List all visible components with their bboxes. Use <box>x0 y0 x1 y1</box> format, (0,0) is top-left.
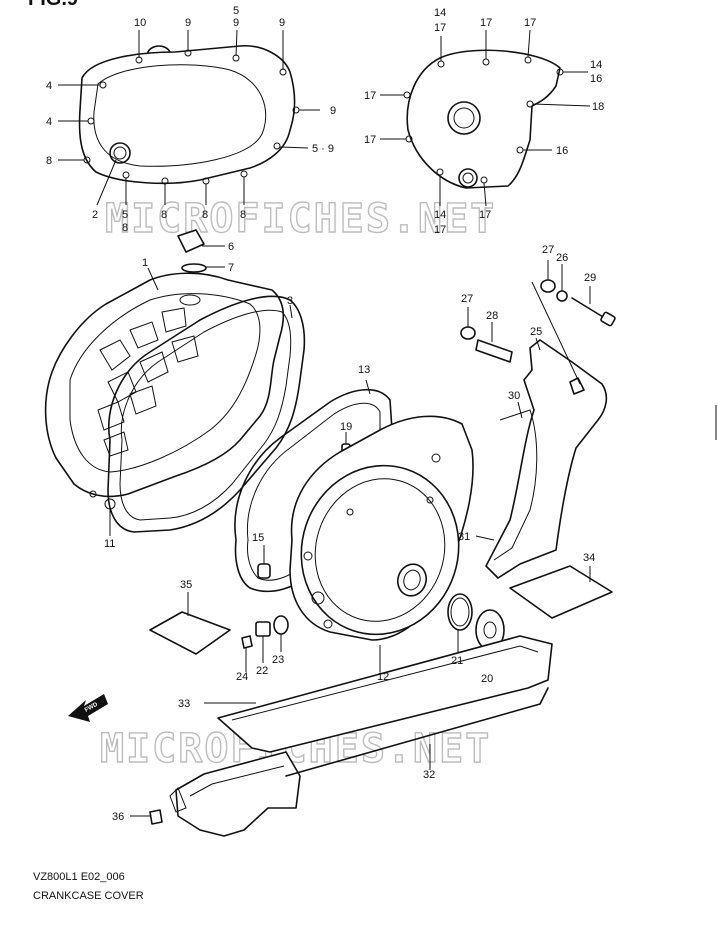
callout-25: 25 <box>530 326 542 338</box>
callout-4: 4 <box>46 80 52 92</box>
lower-guard <box>130 635 553 837</box>
callout-17: 17 <box>524 17 536 29</box>
callout-32: 32 <box>423 769 435 781</box>
callout-labels: 10 9 5 9 9 4 4 9 5 · 9 8 2 5 8 8 8 8 14 … <box>46 5 604 823</box>
callout-14: 14 <box>434 7 446 19</box>
callout-18: 18 <box>592 101 604 113</box>
inset-right-cover <box>380 29 591 207</box>
callout-16: 16 <box>556 145 568 157</box>
callout-9: 9 <box>330 105 336 117</box>
callout-15: 15 <box>252 532 264 544</box>
figure-title: FIG.9 <box>28 0 78 11</box>
callout-11: 11 <box>104 538 115 550</box>
callout-8: 8 <box>240 209 246 221</box>
callout-22: 22 <box>256 665 268 677</box>
callout-5-9: 5 · 9 <box>312 143 334 155</box>
callout-27: 27 <box>542 244 554 256</box>
callout-7: 7 <box>228 262 234 274</box>
callout-17: 17 <box>480 17 492 29</box>
callout-16: 16 <box>590 73 602 85</box>
callout-14: 14 <box>434 209 446 221</box>
watermark-top: MICROFICHES.NET <box>105 196 496 242</box>
callout-9: 9 <box>185 17 191 29</box>
callout-3: 3 <box>287 295 293 307</box>
callout-31: 31 <box>458 531 470 543</box>
callout-19: 19 <box>340 421 352 433</box>
callout-29: 29 <box>584 272 596 284</box>
callout-1: 1 <box>142 257 148 269</box>
small-parts-left <box>241 545 289 672</box>
callout-21: 21 <box>451 655 463 667</box>
callout-28: 28 <box>486 310 498 322</box>
inset-left-cover <box>58 29 320 206</box>
callout-4: 4 <box>46 116 52 128</box>
fwd-arrow-icon: FWD <box>68 694 108 722</box>
callout-8: 8 <box>46 155 52 167</box>
callout-5: 5 <box>233 5 239 17</box>
callout-8: 8 <box>122 222 128 234</box>
callout-33: 33 <box>178 698 190 710</box>
callout-17: 17 <box>434 22 446 34</box>
callout-17: 17 <box>364 134 376 146</box>
callout-17: 17 <box>479 209 491 221</box>
callout-26: 26 <box>556 252 568 264</box>
callout-17: 17 <box>434 224 446 236</box>
callout-2: 2 <box>92 209 98 221</box>
callout-9: 9 <box>233 17 239 29</box>
callout-27: 27 <box>461 293 473 305</box>
sheets <box>149 565 613 655</box>
callout-30: 30 <box>508 390 520 402</box>
callout-35: 35 <box>180 579 192 591</box>
callout-24: 24 <box>236 671 248 683</box>
callout-23: 23 <box>272 654 284 666</box>
section-title: CRANKCASE COVER <box>33 890 144 902</box>
callout-17: 17 <box>364 90 376 102</box>
model-code: VZ800L1 E02_006 <box>33 871 125 883</box>
sprocket-cover <box>460 260 616 579</box>
callout-9: 9 <box>279 17 285 29</box>
callout-34: 34 <box>583 552 595 564</box>
callout-20: 20 <box>481 673 493 685</box>
generator-cover <box>289 415 474 672</box>
callout-12: 12 <box>377 671 389 683</box>
callout-10: 10 <box>134 17 146 29</box>
callout-5: 5 <box>122 209 128 221</box>
callout-36: 36 <box>112 811 124 823</box>
clutch-cover-gasket <box>107 295 306 533</box>
callout-6: 6 <box>228 241 234 253</box>
callout-13: 13 <box>358 364 370 376</box>
clutch-cover <box>44 229 285 536</box>
callout-14: 14 <box>590 59 602 71</box>
callout-8: 8 <box>202 209 208 221</box>
callout-8: 8 <box>161 209 167 221</box>
